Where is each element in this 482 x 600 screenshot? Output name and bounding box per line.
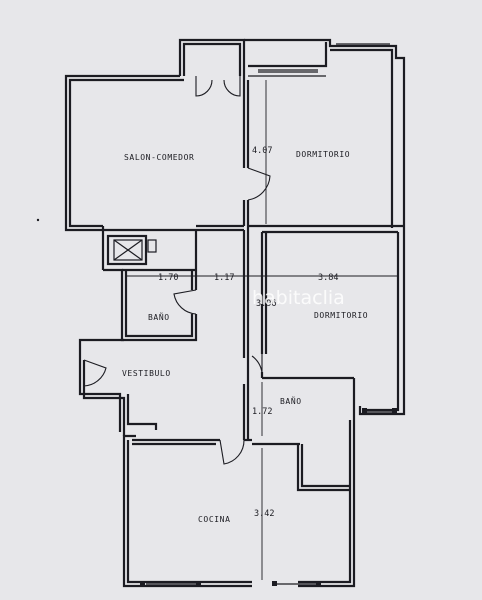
dimension-lines [126,80,398,580]
label-dormitorio-1: DORMITORIO [296,150,350,159]
label-salon-comedor: SALON-COMEDOR [124,153,194,162]
shaft-cross-b [113,239,143,261]
salon-bay-wall [178,38,246,76]
window-jamb [272,581,277,586]
dormitorio-door [247,167,271,201]
cocina-bottom-wall-inner [126,440,252,584]
window-jamb [196,581,201,586]
bano2-door [251,354,263,379]
bano1-walls [103,268,198,342]
dormitorio2-right-wall-inner [364,232,400,412]
dormitorio-top-wall-inner [248,42,328,68]
dim-396: 3.96 [256,299,276,309]
cocina-bottom-wall [122,434,252,588]
entrance-door [83,359,107,387]
balcony-door-left [195,76,213,97]
cocina-door [219,439,245,465]
dim-384: 3.84 [318,273,338,283]
label-vestibulo: VESTIBULO [122,369,171,378]
dim-407: 4.07 [252,146,272,156]
bano2-right-wall [298,378,356,588]
bano2-right-wall-inner [298,420,352,584]
label-cocina: COCINA [198,515,231,524]
bano1-door [173,289,197,315]
windows [140,43,397,586]
label-bano-1: BAÑO [148,312,170,322]
dormitorio-right-wall-inner [330,48,394,228]
dim-172: 1.72 [252,407,272,417]
dormitorio2-right-wall [358,228,406,416]
window-jamb [316,581,321,586]
stray-dot [36,218,40,222]
dimension-numbers: 4.07 1.70 1.17 3.84 3.96 1.72 3.42 [158,146,338,519]
label-dormitorio-2: DORMITORIO [314,311,368,320]
dormitorio-top-wall [244,38,406,228]
window-jamb [392,408,397,413]
window-jamb [140,581,145,586]
vestibulo-left-wall [82,360,126,436]
shaft-box [106,234,148,266]
room-labels: SALON-COMEDOR DORMITORIO DORMITORIO BAÑO… [122,150,368,524]
label-bano-2: BAÑO [280,396,302,406]
balcony-door-right [223,76,241,97]
dim-342: 3.42 [254,509,274,519]
shaft-duct [147,239,157,253]
shaft-inner [113,239,143,261]
bano2-lower-wall [296,444,350,492]
dim-170: 1.70 [158,273,178,283]
salon-outer-wall [64,74,180,232]
exterior-walls [64,38,406,588]
salon-bay-wall-inner [182,42,242,76]
salon-outer-wall-inner-line [68,78,184,228]
dim-117: 1.17 [214,273,234,283]
watermark: habitaclia [252,287,345,309]
bano1-walls-inner [124,270,194,338]
window-jamb [362,408,367,413]
vestibulo-lower-wall [126,394,158,430]
doors [83,76,271,465]
vestibulo-left-wall-inner [78,338,124,432]
bano2-lower-wall-inner [300,444,350,488]
